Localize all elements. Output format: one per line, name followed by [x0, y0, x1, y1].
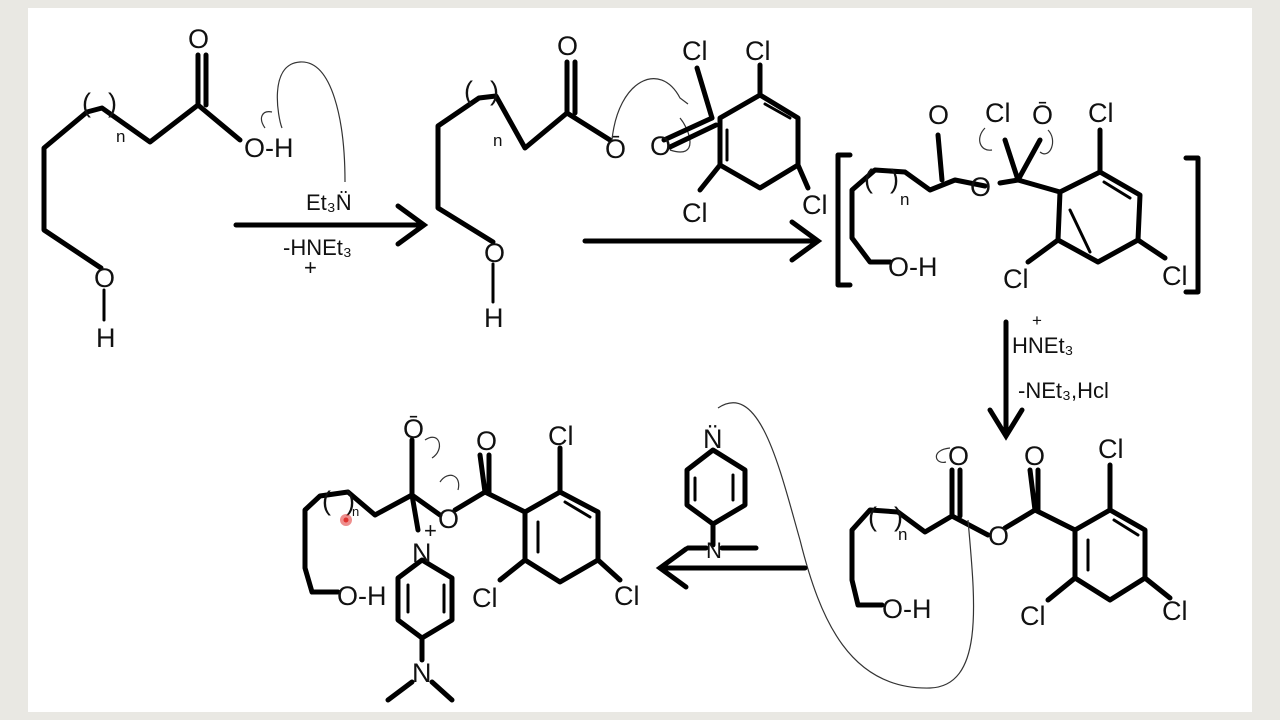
atom-cl: Cl	[682, 36, 708, 66]
reaction-scheme: O O-H O H ( ) n Et₃N̈ -HNEt₃ + O Ō O H (…	[41, 24, 1201, 703]
atom-cl: Cl	[1020, 601, 1046, 631]
atom-o: O	[948, 441, 969, 471]
atom-o-negative: Ō	[1032, 100, 1053, 130]
atom-h: H	[96, 323, 116, 353]
atom-cl: Cl	[745, 36, 771, 66]
curved-arrow	[424, 436, 441, 459]
atom-cl: Cl	[472, 583, 498, 613]
atom-cl: Cl	[985, 98, 1011, 128]
atom-cl: Cl	[1162, 596, 1188, 626]
molecule-dmap-adduct: Ō O O Cl Cl Cl O-H N + N ( ) n	[302, 414, 640, 703]
charge-label: +	[304, 255, 317, 280]
molecule-acid-chloride: Cl Cl O Cl Cl	[650, 36, 828, 228]
atom-h: H	[484, 303, 504, 333]
paren-close: )	[894, 502, 903, 532]
reagent-label: -HNEt₃	[283, 235, 352, 260]
atom-o: O	[1024, 441, 1045, 471]
atom-n: N	[706, 538, 722, 563]
atom-cl: Cl	[1162, 261, 1188, 291]
atom-o-negative: Ō	[403, 414, 424, 444]
curved-arrow	[935, 447, 951, 463]
molecule-carboxylate: O Ō O H ( ) n	[435, 31, 691, 333]
atom-cl: Cl	[802, 190, 828, 220]
curved-arrow	[717, 402, 975, 689]
atom-cl: Cl	[548, 421, 574, 451]
atom-oh: O-H	[337, 581, 387, 611]
atom-cl: Cl	[1098, 434, 1124, 464]
molecule-hydroxy-acid: O O-H O H ( ) n	[41, 24, 346, 353]
atom-n-lone-pair: N̈	[703, 424, 723, 454]
subscript-n: n	[493, 131, 502, 150]
atom-o: O	[988, 521, 1009, 551]
atom-o: O	[188, 24, 209, 54]
atom-n: N	[412, 658, 432, 688]
reaction-arrow-3: HNEt₃ + -NEt₃,Hcl	[987, 311, 1109, 441]
atom-oh: O-H	[244, 133, 294, 163]
atom-o-negative: Ō	[605, 134, 626, 164]
reagent-label: HNEt₃	[1012, 333, 1074, 358]
reagent-dmap: N̈ N	[684, 424, 759, 563]
charge-label: +	[424, 518, 437, 543]
paren-open: (	[868, 502, 877, 532]
curved-arrow	[1039, 129, 1054, 155]
paren-open: (	[864, 164, 873, 194]
atom-o: O	[438, 504, 459, 534]
reaction-arrow-1: Et₃N̈ -HNEt₃ +	[233, 190, 429, 280]
atom-cl: Cl	[1088, 98, 1114, 128]
molecule-tetrahedral-intermediate: O O Cl Ō Cl Cl Cl O-H ( ) n	[835, 98, 1201, 295]
atom-o: O	[94, 263, 115, 293]
diagram-canvas: O O-H O H ( ) n Et₃N̈ -HNEt₃ + O Ō O H (…	[28, 8, 1252, 712]
atom-oh: O-H	[888, 252, 938, 282]
subscript-n: n	[352, 504, 359, 519]
paren-open: (	[464, 76, 473, 106]
cursor-marker-dot	[343, 517, 349, 523]
curved-arrow	[611, 78, 689, 141]
curved-arrow	[276, 61, 346, 183]
atom-cl: Cl	[1003, 264, 1029, 294]
atom-n-positive: N	[412, 538, 432, 568]
reagent-label: Et₃N̈	[306, 190, 352, 215]
atom-o: O	[476, 426, 497, 456]
atom-o: O	[650, 131, 671, 161]
atom-cl: Cl	[614, 581, 640, 611]
atom-o: O	[928, 100, 949, 130]
paren-close: )	[346, 486, 355, 516]
atom-o: O	[557, 31, 578, 61]
charge-label: +	[1032, 311, 1042, 330]
paren-close: )	[890, 164, 899, 194]
subscript-n: n	[898, 525, 907, 544]
atom-o: O	[484, 238, 505, 268]
molecule-mixed-anhydride: O O O Cl Cl Cl O-H ( ) n	[849, 434, 1188, 631]
paren-close: )	[108, 88, 117, 118]
curved-arrow	[260, 111, 273, 129]
atom-oh: O-H	[882, 594, 932, 624]
atom-o: O	[970, 172, 991, 202]
subscript-n: n	[900, 190, 909, 209]
curved-arrow	[979, 127, 993, 151]
atom-cl: Cl	[682, 198, 708, 228]
reaction-arrow-4	[655, 546, 808, 590]
paren-open: (	[322, 486, 331, 516]
curved-arrow	[669, 117, 691, 153]
reagent-label: -NEt₃,Hcl	[1018, 378, 1109, 403]
reaction-arrow-2	[582, 219, 823, 263]
subscript-n: n	[116, 127, 125, 146]
curved-arrow	[439, 474, 460, 491]
paren-open: (	[82, 88, 91, 118]
paren-close: )	[490, 76, 499, 106]
